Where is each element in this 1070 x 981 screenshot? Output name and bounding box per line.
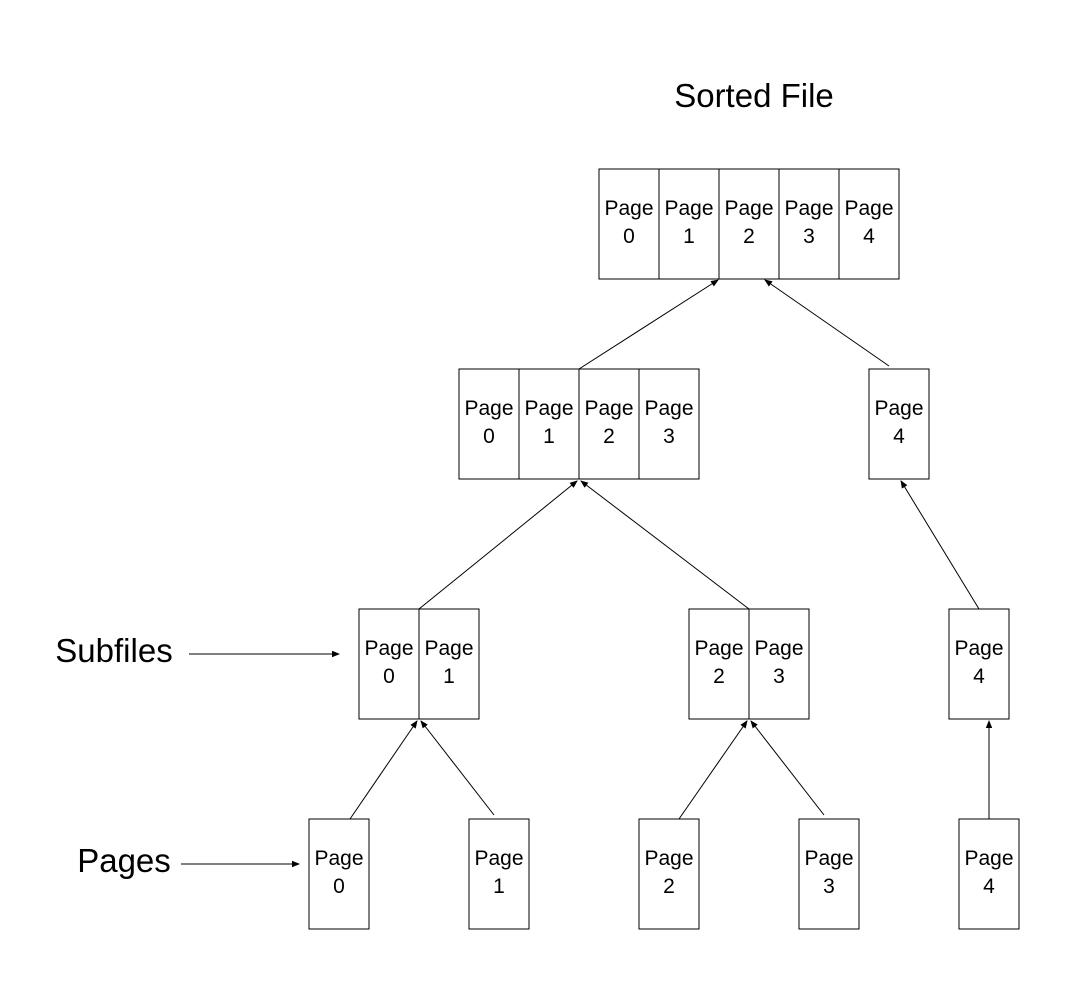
arrow-page1-to-subfile01 xyxy=(420,720,495,816)
page-cell-number: 1 xyxy=(443,665,455,688)
subfiles-label: Subfiles xyxy=(55,632,172,669)
page-cell-label: Page xyxy=(314,847,363,870)
subfiles-block-2: Page 4 xyxy=(948,608,1010,720)
page-cell-number: 0 xyxy=(483,425,495,448)
page-cell-label: Page xyxy=(664,197,713,220)
page-cell xyxy=(308,818,370,930)
pages-block-1: Page 1 xyxy=(468,818,530,930)
arrow-page2-to-subfile23 xyxy=(678,720,748,820)
arrow-subfile23-to-merge0123 xyxy=(580,480,750,610)
page-cell-label: Page xyxy=(364,637,413,660)
page-blocks: Page0Page1Page2Page3Page4Page0Page1Page2… xyxy=(308,168,1020,930)
page-cell xyxy=(948,608,1010,720)
page-cell xyxy=(778,168,840,280)
page-cell-number: 1 xyxy=(543,425,555,448)
page-cell-label: Page xyxy=(754,637,803,660)
page-cell-label: Page xyxy=(584,397,633,420)
page-cell-label: Page xyxy=(604,197,653,220)
page-cell-label: Page xyxy=(954,637,1003,660)
page-cell xyxy=(358,608,420,720)
page-cell xyxy=(418,608,480,720)
page-cell-label: Page xyxy=(964,847,1013,870)
page-cell-number: 3 xyxy=(803,225,815,248)
page-cell-number: 3 xyxy=(663,425,675,448)
page-cell-label: Page xyxy=(874,397,923,420)
page-cell-number: 4 xyxy=(893,425,905,448)
page-cell-number: 2 xyxy=(663,875,675,898)
arrow-page0-to-subfile01 xyxy=(349,720,418,820)
subfiles-block-1: Page 2 Page 3 xyxy=(688,608,810,720)
page-cell xyxy=(638,368,700,480)
merge-level-block-0: Page 0 Page 1 Page 2 Page 3 xyxy=(458,368,700,480)
page-cell-number: 1 xyxy=(683,225,695,248)
page-cell xyxy=(838,168,900,280)
page-cell-number: 0 xyxy=(333,875,345,898)
page-cell xyxy=(798,818,860,930)
page-cell xyxy=(718,168,780,280)
merge-level-block-1: Page 4 xyxy=(868,368,930,480)
page-cell xyxy=(458,368,520,480)
page-cell-label: Page xyxy=(784,197,833,220)
page-cell-number: 4 xyxy=(983,875,995,898)
page-cell-number: 4 xyxy=(863,225,875,248)
pages-block-4: Page 4 xyxy=(958,818,1020,930)
page-cell-number: 2 xyxy=(713,665,725,688)
page-cell-label: Page xyxy=(524,397,573,420)
page-cell-label: Page xyxy=(844,197,893,220)
pages-label: Pages xyxy=(77,842,171,879)
pages-block-0: Page 0 xyxy=(308,818,370,930)
page-cell-number: 2 xyxy=(743,225,755,248)
pages-block-3: Page 3 xyxy=(798,818,860,930)
page-cell xyxy=(468,818,530,930)
page-cell-label: Page xyxy=(724,197,773,220)
page-cell-label: Page xyxy=(424,637,473,660)
arrow-subfile4-to-merge4 xyxy=(900,480,980,610)
page-cell-number: 0 xyxy=(383,665,395,688)
page-cell-number: 1 xyxy=(493,875,505,898)
page-cell xyxy=(638,818,700,930)
page-cell-number: 3 xyxy=(773,665,785,688)
arrow-merge4-to-sorted xyxy=(764,279,890,367)
page-cell xyxy=(688,608,750,720)
page-cell xyxy=(748,608,810,720)
page-cell-label: Page xyxy=(644,847,693,870)
page-cell xyxy=(868,368,930,480)
page-cell xyxy=(958,818,1020,930)
page-cell xyxy=(578,368,640,480)
page-cell-number: 0 xyxy=(623,225,635,248)
page-cell xyxy=(518,368,580,480)
page-cell-label: Page xyxy=(464,397,513,420)
pages-block-2: Page 2 xyxy=(638,818,700,930)
page-cell-number: 4 xyxy=(973,665,985,688)
page-cell xyxy=(598,168,660,280)
tree-arrows xyxy=(349,279,993,820)
arrow-merge0123-to-sorted xyxy=(578,279,719,370)
arrow-page3-to-subfile23 xyxy=(750,720,825,816)
sorted-file-block-0: Page 0 Page 1 Page 2 Page 3 Page 4 xyxy=(598,168,900,280)
page-cell-number: 2 xyxy=(603,425,615,448)
diagram-title: Sorted File xyxy=(674,77,834,114)
page-cell-label: Page xyxy=(804,847,853,870)
page-cell xyxy=(658,168,720,280)
page-cell-label: Page xyxy=(644,397,693,420)
page-cell-label: Page xyxy=(474,847,523,870)
page-cell-number: 3 xyxy=(823,875,835,898)
page-cell-label: Page xyxy=(694,637,743,660)
arrow-subfile01-to-merge0123 xyxy=(418,480,578,610)
subfiles-block-0: Page 0 Page 1 xyxy=(358,608,480,720)
